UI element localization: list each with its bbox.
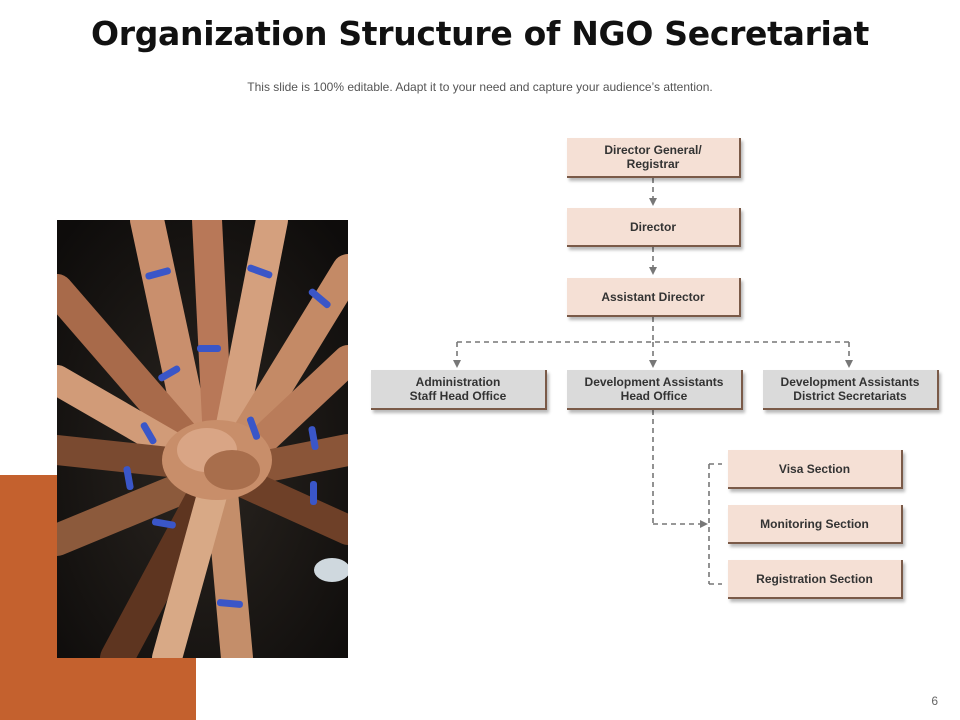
box-dev-assistants-head: Development Assistants Head Office <box>567 370 743 410</box>
page-number: 6 <box>931 694 938 708</box>
box-director-general: Director General/ Registrar <box>567 138 741 178</box>
box-director-general-label: Director General/ Registrar <box>604 143 702 171</box>
team-hands-photo <box>57 220 348 658</box>
box-registration-section-label: Registration Section <box>756 571 873 586</box>
box-visa-section: Visa Section <box>728 450 903 489</box>
box-monitoring-section-label: Monitoring Section <box>760 516 869 531</box>
box-administration-label: Administration Staff Head Office <box>409 375 507 403</box>
box-administration: Administration Staff Head Office <box>371 370 547 410</box>
box-monitoring-section: Monitoring Section <box>728 505 903 544</box>
box-dev-assistants-district: Development Assistants District Secretar… <box>763 370 939 410</box>
photo-illustration <box>57 220 348 658</box>
slide-subtitle: This slide is 100% editable. Adapt it to… <box>247 80 713 94</box>
box-visa-section-label: Visa Section <box>778 461 851 476</box>
slide-title: Organization Structure of NGO Secretaria… <box>90 14 870 53</box>
box-assistant-director-label: Assistant Director <box>601 289 705 304</box>
box-director: Director <box>567 208 741 247</box>
box-assistant-director: Assistant Director <box>567 278 741 317</box>
box-dev-assistants-district-label: Development Assistants District Secretar… <box>780 375 920 403</box>
box-registration-section: Registration Section <box>728 560 903 599</box>
box-director-label: Director <box>629 219 676 234</box>
box-dev-assistants-head-label: Development Assistants Head Office <box>584 375 724 403</box>
